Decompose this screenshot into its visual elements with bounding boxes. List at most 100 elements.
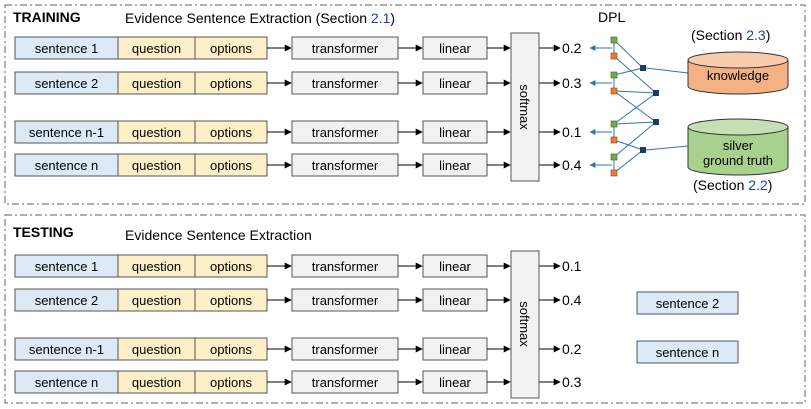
training-row-3: sentence n-1 question options transforme… — [14, 120, 582, 144]
question-label: question — [132, 125, 181, 140]
testing-row-4: sentence n question options transformer … — [14, 370, 582, 394]
question-label: question — [132, 158, 181, 173]
sentence-label: sentence 2 — [35, 76, 99, 91]
options-label: options — [210, 259, 252, 274]
score-label: 0.4 — [562, 292, 582, 308]
training-softmax-label: softmax — [517, 84, 532, 130]
output-sentence-label: sentence n — [656, 345, 720, 360]
dpl-edge — [645, 67, 689, 74]
score-label: 0.2 — [562, 341, 582, 357]
dpl-node-green — [610, 36, 618, 44]
dpl-edge — [613, 90, 657, 94]
training-row-4: sentence n question options transformer … — [14, 153, 582, 177]
silver-label-line2: ground truth — [703, 153, 773, 168]
testing-softmax-box — [510, 250, 540, 399]
score-label: 0.4 — [562, 157, 582, 173]
transformer-label: transformer — [312, 293, 379, 308]
silver-section-ref: (Section 2.2) — [693, 177, 772, 193]
output-sentence-box — [636, 291, 739, 315]
sentence-label: sentence 1 — [35, 259, 99, 274]
dpl-node-orange — [610, 136, 618, 144]
transformer-label: transformer — [312, 259, 379, 274]
linear-label: linear — [439, 41, 471, 56]
transformer-label: transformer — [312, 375, 379, 390]
knowledge-cylinder: knowledge — [687, 51, 789, 95]
silver-label-line1: silver — [723, 138, 754, 153]
dpl-node-green — [610, 71, 618, 79]
silver-ground-truth-cylinder: silver ground truth — [687, 118, 789, 176]
question-label: question — [132, 293, 181, 308]
score-label: 0.2 — [562, 40, 582, 56]
output-sentence-box — [636, 340, 739, 364]
testing-heading: TESTING — [13, 224, 74, 240]
question-label: question — [132, 259, 181, 274]
dpl-edge — [613, 149, 644, 174]
options-label: options — [210, 342, 252, 357]
dpl-edge — [613, 90, 657, 123]
sentence-label: sentence n — [35, 158, 99, 173]
transformer-label: transformer — [312, 125, 379, 140]
testing-row-2: sentence 2 question options transformer … — [14, 288, 582, 312]
sentence-label: sentence 2 — [35, 293, 99, 308]
dpl-factor-node — [640, 147, 646, 153]
training-softmax-box — [510, 32, 540, 182]
dpl-edge — [613, 39, 644, 69]
testing-softmax-label: softmax — [517, 301, 532, 347]
dpl-factor-node — [653, 119, 659, 125]
options-label: options — [210, 375, 252, 390]
training-panel — [4, 4, 806, 205]
training-row-2: sentence 2 question options transformer … — [14, 71, 582, 95]
training-title: Evidence Sentence Extraction (Section 2.… — [125, 10, 395, 26]
question-label: question — [132, 76, 181, 91]
dpl-factor-node — [653, 90, 659, 96]
transformer-label: transformer — [312, 158, 379, 173]
dpl-factor-node — [640, 65, 646, 71]
linear-label: linear — [439, 259, 471, 274]
dpl-node-orange — [610, 52, 618, 60]
sentence-label: sentence 1 — [35, 41, 99, 56]
knowledge-section-ref: (Section 2.3) — [691, 27, 770, 43]
transformer-label: transformer — [312, 41, 379, 56]
linear-label: linear — [439, 158, 471, 173]
score-label: 0.1 — [562, 124, 582, 140]
training-heading: TRAINING — [13, 9, 81, 25]
dpl-node-green — [610, 153, 618, 161]
sentence-label: sentence n — [35, 375, 99, 390]
training-row-1: sentence 1 question options transformer … — [14, 36, 582, 60]
linear-label: linear — [439, 125, 471, 140]
dpl-edge — [613, 55, 657, 94]
question-label: question — [132, 375, 181, 390]
linear-label: linear — [439, 293, 471, 308]
options-label: options — [210, 41, 252, 56]
dpl-edge — [613, 139, 644, 151]
dpl-node-green — [610, 120, 618, 128]
dpl-edge — [613, 92, 657, 125]
testing-title: Evidence Sentence Extraction — [125, 227, 312, 243]
testing-row-3: sentence n-1 question options transforme… — [14, 337, 582, 361]
transformer-label: transformer — [312, 342, 379, 357]
options-label: options — [210, 125, 252, 140]
linear-label: linear — [439, 375, 471, 390]
options-label: options — [210, 158, 252, 173]
testing-panel — [4, 214, 806, 404]
question-label: question — [132, 342, 181, 357]
question-label: question — [132, 41, 181, 56]
sentence-label: sentence n-1 — [29, 342, 104, 357]
score-label: 0.3 — [562, 374, 582, 390]
dpl-edge — [613, 121, 657, 125]
dpl-node-orange — [610, 87, 618, 95]
dpl-graph — [589, 36, 689, 177]
dpl-node-orange — [610, 169, 618, 177]
options-label: options — [210, 293, 252, 308]
score-label: 0.3 — [562, 75, 582, 91]
dpl-edge — [613, 67, 644, 76]
dpl-edge — [645, 145, 689, 151]
options-label: options — [210, 76, 252, 91]
linear-label: linear — [439, 76, 471, 91]
linear-label: linear — [439, 342, 471, 357]
dpl-edge — [613, 121, 657, 158]
sentence-label: sentence n-1 — [29, 125, 104, 140]
score-label: 0.1 — [562, 258, 582, 274]
knowledge-label: knowledge — [707, 68, 769, 83]
